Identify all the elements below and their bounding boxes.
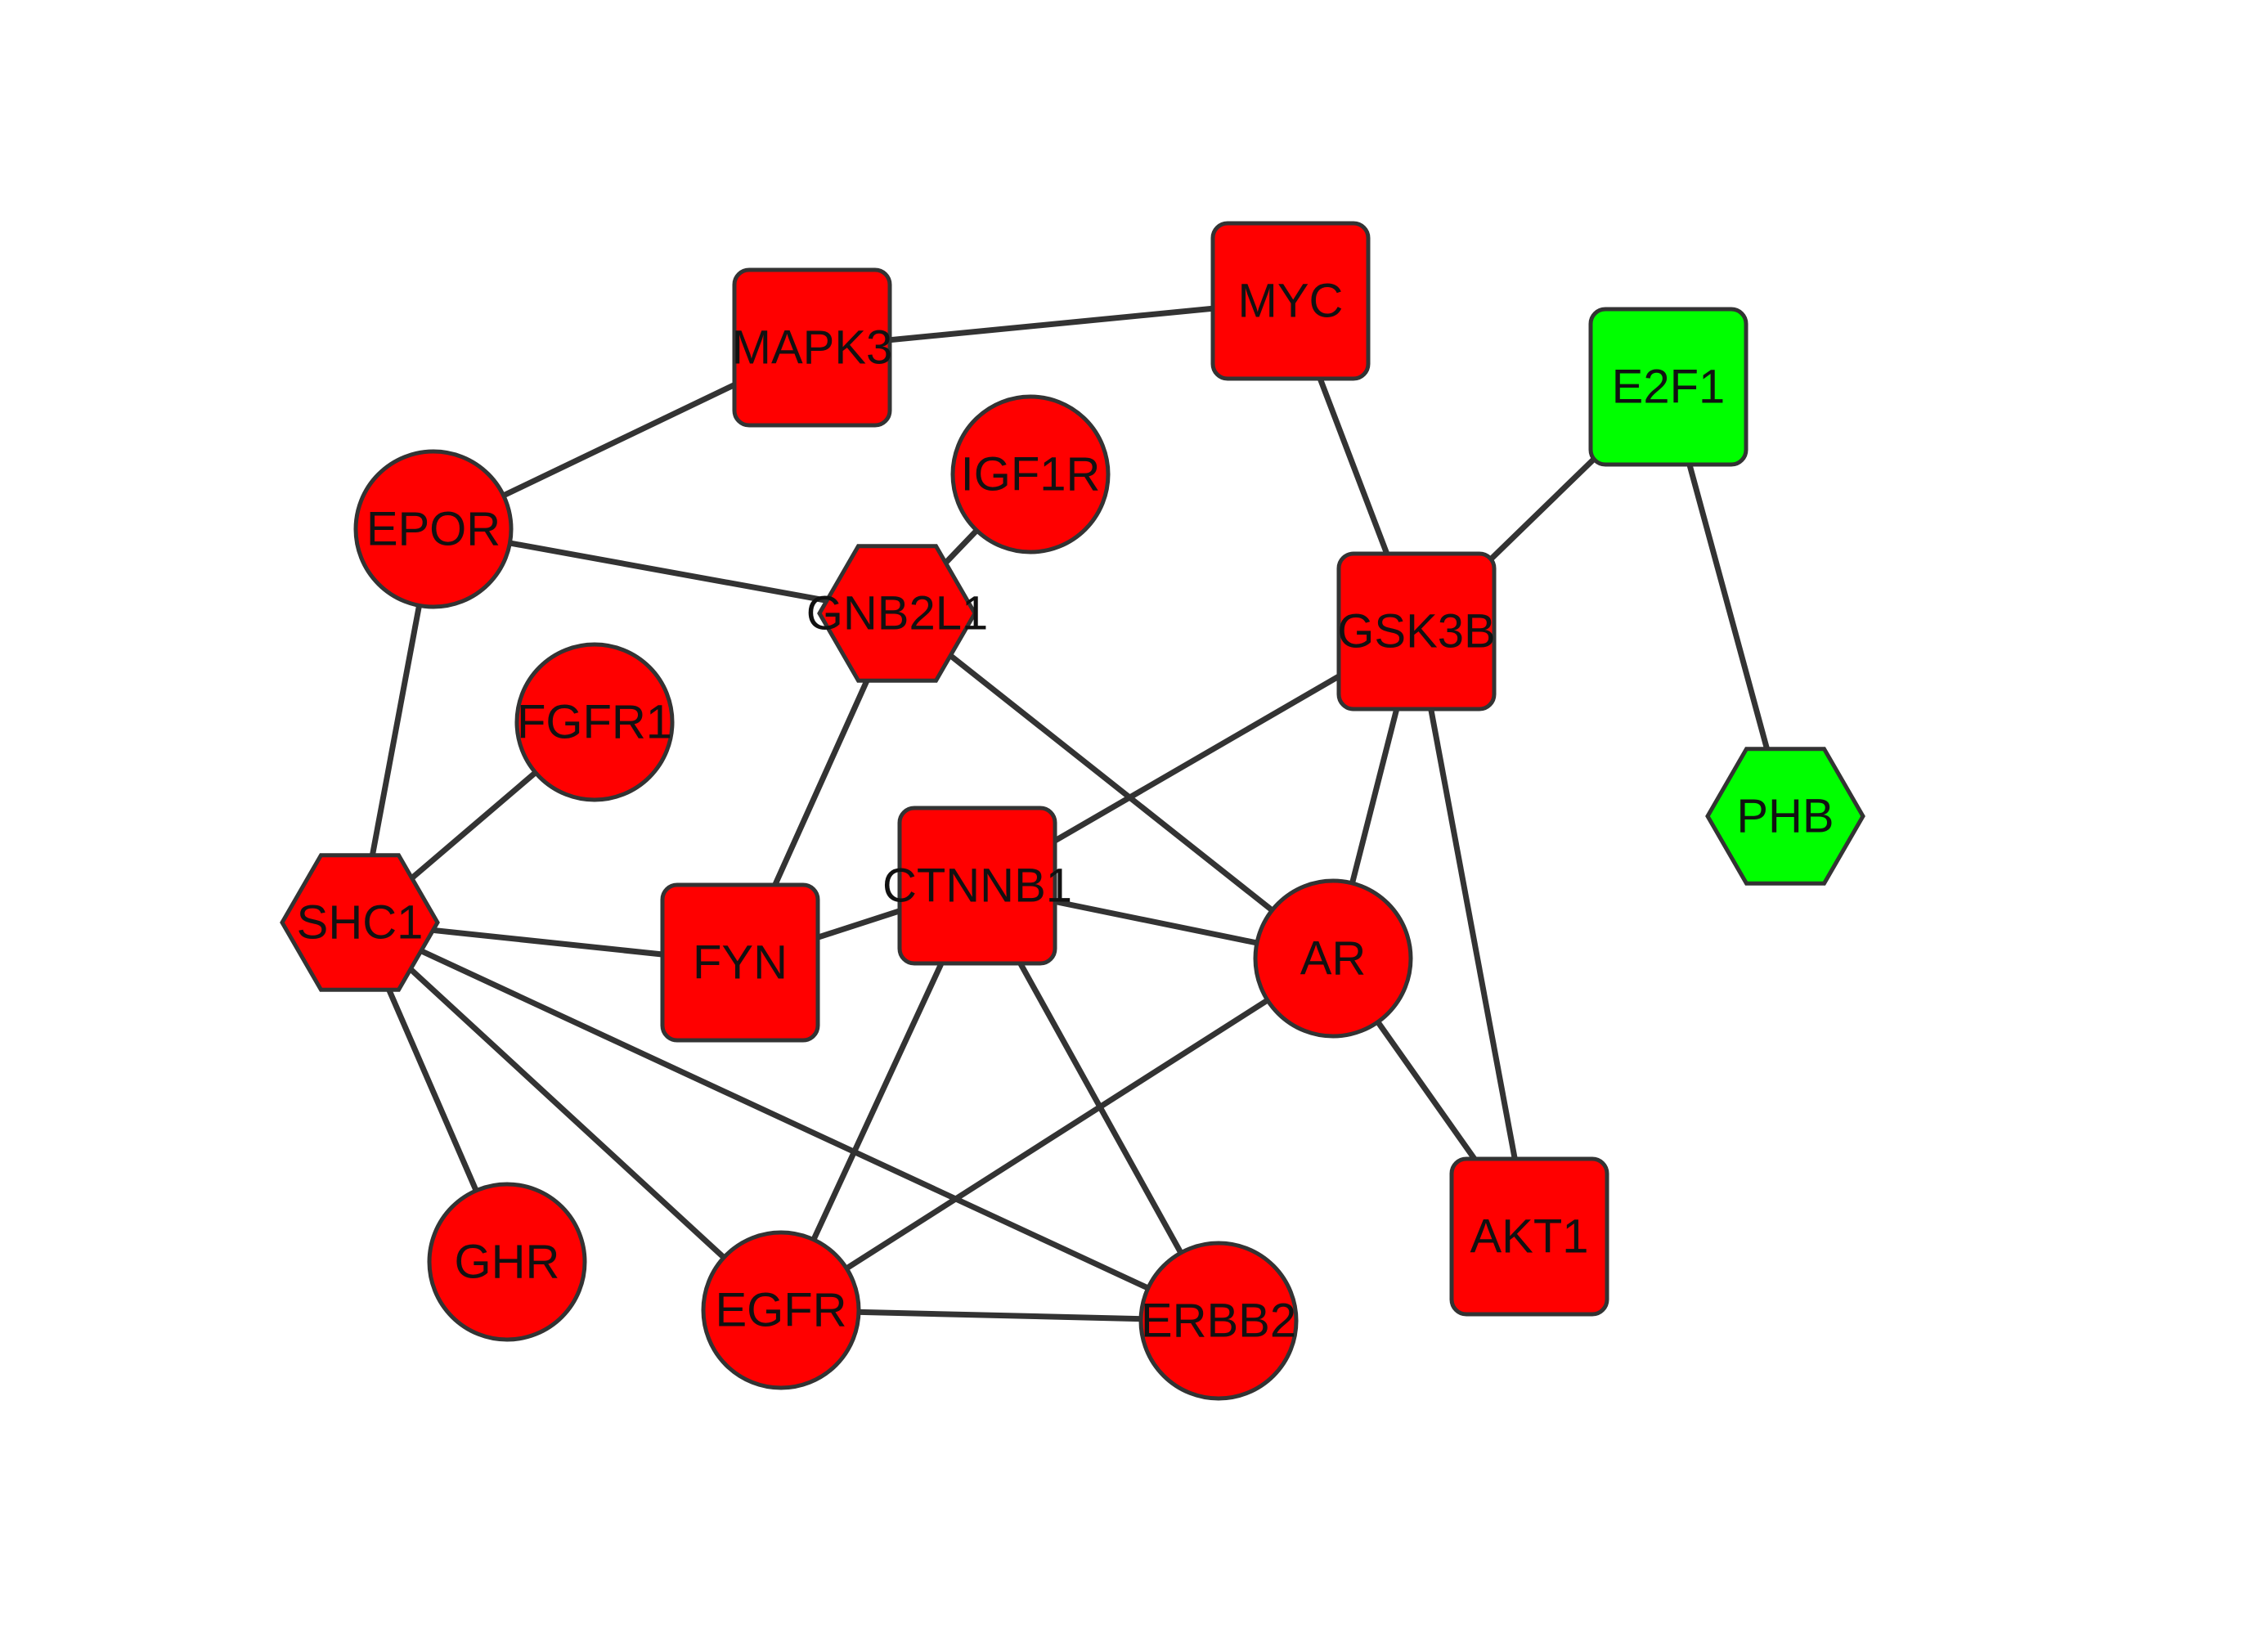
node-shape-circle [950, 394, 1111, 554]
node-shape-circle [1138, 1241, 1299, 1401]
edge-ar-egfr [779, 956, 1335, 1313]
node-shape-round-rect [897, 806, 1057, 966]
node-egfr[interactable]: EGFR [701, 1230, 861, 1390]
node-e2f1[interactable]: E2F1 [1588, 307, 1748, 467]
edge-shc1-erbb2 [358, 919, 1220, 1324]
node-epor[interactable]: EPOR [353, 449, 514, 609]
node-label: EPOR [366, 503, 501, 556]
node-label: MAPK3 [732, 321, 893, 375]
node-myc[interactable]: MYC [1210, 221, 1371, 381]
node-shc1[interactable]: SHC1 [280, 853, 440, 992]
node-label: PHB [1736, 790, 1834, 843]
node-label: MYC [1238, 275, 1344, 328]
node-shape-round-rect [1336, 551, 1497, 712]
node-shape-circle [1253, 878, 1413, 1039]
node-fyn[interactable]: FYN [660, 882, 820, 1043]
node-shape-round-rect [660, 882, 820, 1043]
node-label: GSK3B [1337, 605, 1495, 658]
node-label: AKT1 [1470, 1210, 1588, 1264]
node-label: GNB2L1 [806, 587, 988, 640]
node-label: E2F1 [1612, 361, 1726, 414]
node-shape-round-rect [1210, 221, 1371, 381]
node-erbb2[interactable]: ERBB2 [1138, 1241, 1299, 1401]
node-shape-round-rect [732, 267, 892, 428]
node-mapk3[interactable]: MAPK3 [732, 267, 893, 428]
node-akt1[interactable]: AKT1 [1449, 1156, 1609, 1317]
node-phb[interactable]: PHB [1705, 747, 1865, 886]
node-label: FYN [693, 936, 788, 990]
edge-shc1-egfr [357, 920, 783, 1313]
node-shape-hexagon [817, 544, 977, 683]
node-label: AR [1300, 932, 1367, 985]
node-shape-circle [514, 642, 675, 802]
node-label: IGF1R [961, 448, 1101, 501]
node-shape-circle [427, 1182, 587, 1342]
node-label: CTNNB1 [882, 860, 1072, 913]
node-shape-circle [701, 1230, 861, 1390]
node-label: SHC1 [297, 896, 424, 949]
node-ar[interactable]: AR [1253, 878, 1413, 1039]
node-gnb2l1[interactable]: GNB2L1 [806, 544, 988, 683]
node-shape-round-rect [1588, 307, 1748, 467]
edge-gnb2l1-ar [895, 611, 1335, 961]
node-gsk3b[interactable]: GSK3B [1336, 551, 1497, 712]
node-ghr[interactable]: GHR [427, 1182, 587, 1342]
node-shape-round-rect [1449, 1156, 1609, 1317]
node-label: ERBB2 [1141, 1295, 1296, 1348]
node-label: EGFR [715, 1284, 846, 1337]
node-shape-hexagon [280, 853, 440, 992]
node-ctnnb1[interactable]: CTNNB1 [882, 806, 1072, 966]
node-shape-circle [353, 449, 514, 609]
node-fgfr1[interactable]: FGFR1 [514, 642, 675, 802]
node-label: GHR [455, 1236, 560, 1289]
edge-gsk3b-akt1 [1413, 631, 1533, 1237]
node-igf1r[interactable]: IGF1R [950, 394, 1111, 554]
node-label: FGFR1 [517, 696, 672, 749]
node-shape-hexagon [1705, 747, 1865, 886]
